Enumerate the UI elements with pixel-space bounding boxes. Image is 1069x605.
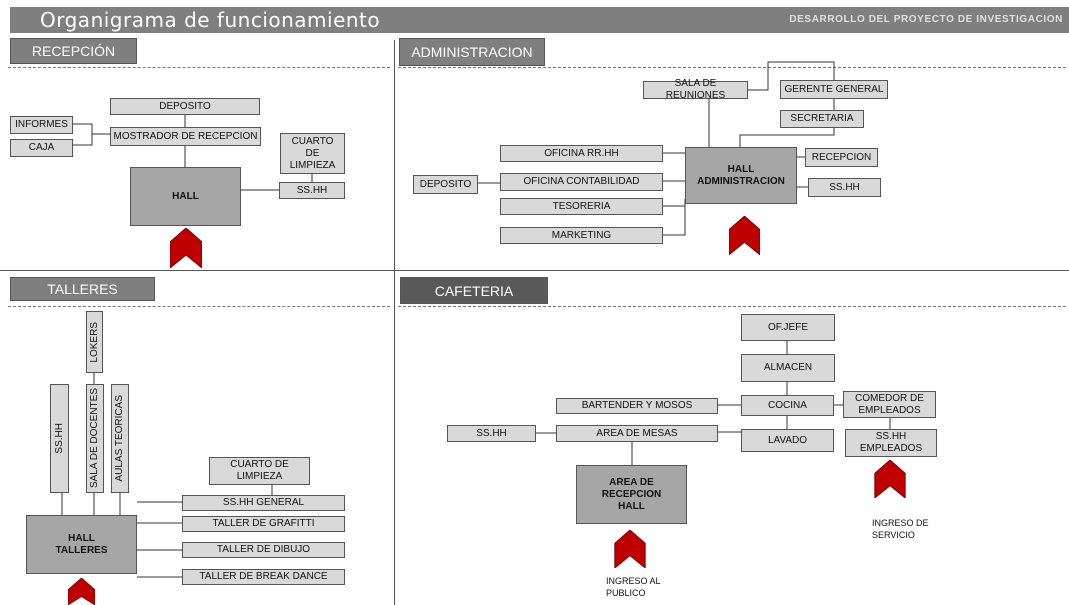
box-almacen: ALMACEN [741,354,835,382]
box-mostrador-recepcion: MOSTRADOR DE RECEPCION [110,127,261,146]
box-deposito-admin: DEPOSITO [413,175,478,194]
box-lokers: LOKERS [86,311,103,373]
dashed-separator [398,306,1066,307]
box-hall-recepcion: HALL [130,167,241,226]
box-of-jefe: OF.JEFE [741,314,835,341]
entrance-arrow-icon [170,228,202,268]
box-sshh-empleados: SS.HH EMPLEADOS [845,429,937,457]
box-cuarto-limpieza: CUARTO DE LIMPIEZA [280,133,345,174]
title-bar: Organigrama de funcionamiento DESARROLLO… [10,7,1069,33]
box-sshh-admin: SS.HH [808,178,881,197]
box-informes: INFORMES [10,116,73,134]
entrance-arrow-icon [614,530,646,568]
page-subtitle: DESARROLLO DEL PROYECTO DE INVESTIGACION [789,14,1063,25]
dashed-separator [8,67,390,68]
section-label-talleres: TALLERES [10,277,155,301]
entrance-arrow-icon [729,216,760,255]
page-title: Organigrama de funcionamiento [40,8,381,32]
box-hall-administracion: HALL ADMINISTRACION [685,147,797,204]
box-lavado: LAVADO [741,429,834,452]
box-sshh-talleres: SS.HH [50,384,69,493]
box-secretaria: SECRETARIA [780,110,864,128]
box-caja: CAJA [10,139,73,157]
box-sshh-cafeteria: SS.HH [447,425,536,442]
box-bartender-mosos: BARTENDER Y MOSOS [556,398,718,414]
box-oficina-rrhh: OFICINA RR.HH [500,145,663,162]
box-sshh-general: SS.HH GENERAL [182,495,345,511]
box-oficina-contabilidad: OFICINA CONTABILIDAD [500,173,663,191]
dashed-separator [8,306,390,307]
entrance-arrow-icon [68,578,95,605]
dashed-separator [398,67,1066,68]
box-aulas-teoricas: AULAS TEORICAS [111,384,129,493]
label-ingreso-publico: INGRESO AL PUBLICO [606,576,661,598]
section-label-recepcion: RECEPCIÓN [10,38,137,64]
box-comedor-empleados: COMEDOR DE EMPLEADOS [843,391,936,418]
box-sshh-recepcion: SS.HH [279,182,345,199]
box-gerente-general: GERENTE GENERAL [780,80,888,99]
entrance-arrow-icon [874,460,906,498]
box-area-recepcion-hall: AREA DE RECEPCION HALL [576,465,687,524]
box-hall-talleres: HALL TALLERES [26,515,137,574]
quadrant-divider-vertical [394,40,395,605]
box-sala-docentes: SALA DE DOCENTES [86,384,104,493]
quadrant-divider-horizontal [0,270,1069,271]
box-area-mesas: AREA DE MESAS [556,425,718,442]
section-label-administracion: ADMINISTRACION [399,38,545,66]
section-label-cafeteria: CAFETERIA [400,277,548,304]
box-cocina: COCINA [741,395,834,416]
box-marketing: MARKETING [500,227,663,244]
label-ingreso-servicio: INGRESO DE SERVICIO [872,518,929,540]
box-cuarto-limpieza-talleres: CUARTO DE LIMPIEZA [209,457,310,485]
box-taller-grafitti: TALLER DE GRAFITTI [182,516,345,532]
box-taller-break-dance: TALLER DE BREAK DANCE [182,569,345,585]
box-tesoreria: TESORERIA [500,198,663,215]
box-sala-reuniones: SALA DE REUNIONES [643,78,748,101]
box-taller-dibujo: TALLER DE DIBUJO [182,542,345,558]
box-recepcion-admin: RECEPCION [805,148,878,167]
box-deposito: DEPOSITO [110,98,260,115]
